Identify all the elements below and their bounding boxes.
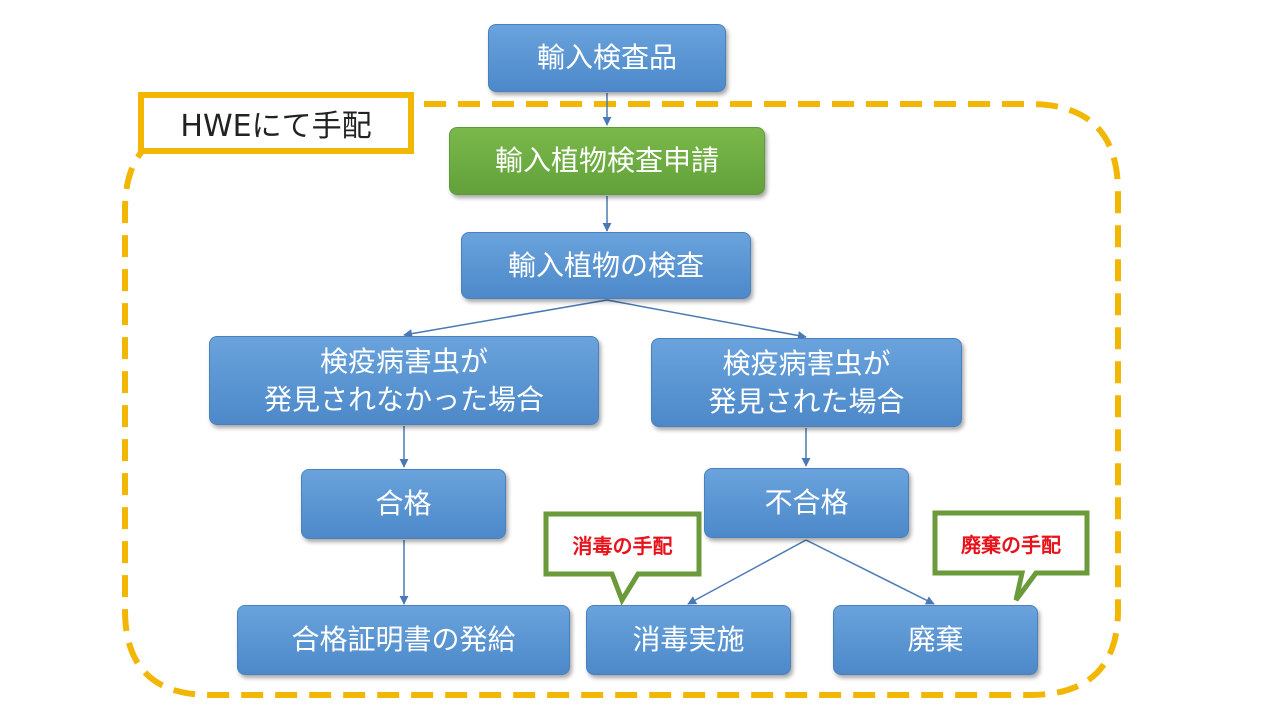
hwe-group-boundary [122, 101, 1121, 698]
connector-inspection-to-not-found [403, 299, 608, 339]
node-certificate[interactable]: 合格証明書の発給 [237, 605, 570, 675]
callout-disposal-text: 廃棄の手配 [961, 532, 1061, 557]
connector-inspection-to-found [606, 299, 807, 340]
group-label: HWEにて手配 [138, 92, 414, 154]
connector-fail-to-disinfection [687, 539, 807, 605]
callout-disinfection-text: 消毒の手配 [572, 533, 673, 558]
node-pass[interactable]: 合格 [301, 469, 506, 539]
node-fail[interactable]: 不合格 [704, 468, 909, 538]
node-disposal[interactable]: 廃棄 [833, 605, 1038, 675]
callout-disposal-bubble [932, 510, 1090, 602]
node-inspection[interactable]: 輸入植物の検査 [461, 232, 751, 299]
node-application[interactable]: 輸入植物検査申請 [449, 127, 765, 195]
node-not-found[interactable]: 検疫病害虫が 発見されなかった場合 [209, 336, 599, 425]
node-found[interactable]: 検疫病害虫が 発見された場合 [651, 338, 962, 427]
connector-fail-to-disposal [805, 539, 935, 605]
node-disinfection[interactable]: 消毒実施 [586, 605, 791, 675]
callout-disinfection-bubble [543, 511, 702, 606]
node-import-item[interactable]: 輸入検査品 [488, 24, 726, 92]
